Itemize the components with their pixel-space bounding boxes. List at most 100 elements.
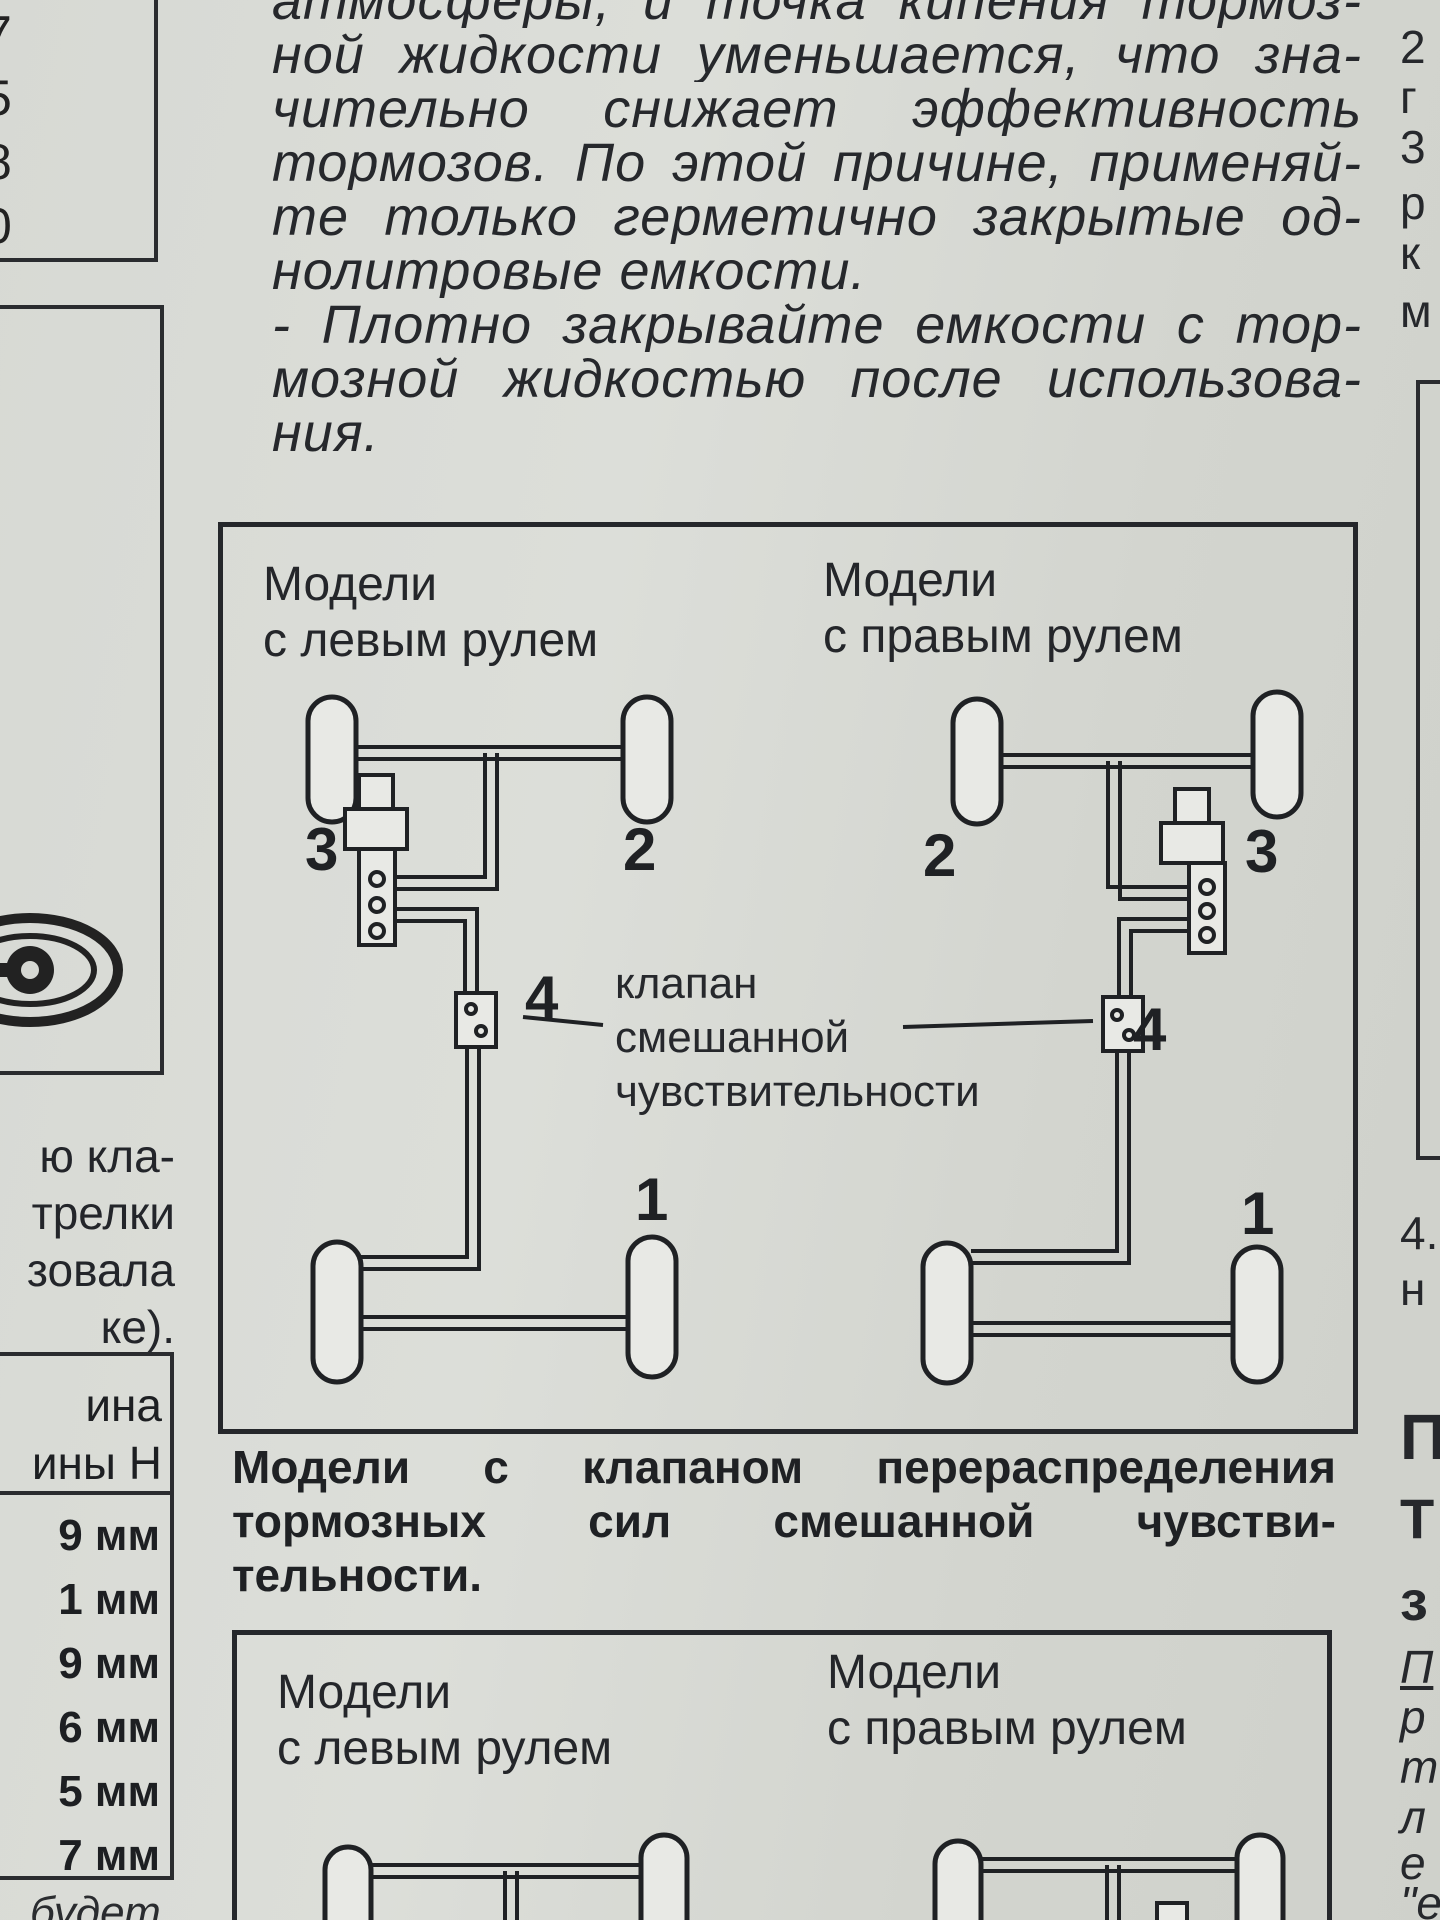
left-number: 5 <box>0 66 44 130</box>
right-fragment: л <box>1400 1791 1426 1843</box>
wheel-shape <box>638 1832 690 1920</box>
wheel-shape <box>322 1844 374 1920</box>
figure-title-line: Модели <box>277 1666 452 1719</box>
master-cylinder-reservoir <box>1159 821 1225 865</box>
right-hand-drive-title: Модели с правым рулем <box>823 553 1183 665</box>
right-fragment: к <box>1400 227 1421 279</box>
left-number: 7 <box>0 2 44 66</box>
valve-label: клапан смешанной чувствительности <box>615 957 980 1119</box>
wheel-shape <box>1234 1832 1286 1920</box>
right-column-box <box>1416 380 1440 1160</box>
valve-label-line: клапан <box>615 959 758 1008</box>
master-cylinder-cap <box>1173 787 1211 825</box>
wheel-shape <box>950 696 1004 827</box>
valve-label-line: смешанной <box>615 1013 850 1062</box>
wheel-shape <box>920 1240 974 1386</box>
master-cylinder-cap <box>1155 1901 1189 1920</box>
main-paragraph: атмосферы, и точка кипения тормоз- ной ж… <box>272 0 1362 460</box>
label-number: 1 <box>1241 1180 1275 1247</box>
text-line: мозной жидкостью после использова- <box>272 352 1362 406</box>
figure-title-line: с правым рулем <box>823 610 1183 663</box>
left-hand-drive-title: Модели с левым рулем <box>277 1665 612 1777</box>
valve-label-line: чувствительности <box>615 1067 980 1116</box>
second-brake-diagram-figure: Модели с левым рулем Модели с правым рул… <box>232 1630 1332 1920</box>
caption-line: тормозных сил смешанной чувстви- <box>232 1495 1336 1547</box>
label-number: 1 <box>635 1166 669 1233</box>
text-line: те только герметично закрытые од- <box>272 190 1362 244</box>
right-fragment: е <box>1400 1837 1426 1889</box>
right-fragment: "е <box>1400 1877 1440 1920</box>
left-table-rows: 9 мм 1 мм 9 мм 6 мм 5 мм 7 мм <box>0 1504 170 1888</box>
figure-title-line: Модели <box>823 554 998 607</box>
right-column: 2 г 3 р к м 4. н П Т з П р т л е "е <box>1396 0 1440 1920</box>
left-number-list: 7 5 8 0 <box>0 2 44 258</box>
wheel-shape <box>1230 1244 1284 1385</box>
master-cylinder-cap <box>357 773 395 811</box>
text-line: чительно снижает эффективность <box>272 82 1362 136</box>
left-middle-box <box>0 305 164 1075</box>
right-fragment: з <box>1400 1569 1428 1632</box>
figure-title-line: Модели <box>827 1646 1002 1699</box>
left-table: ина ины Н 9 мм 1 мм 9 мм 6 мм 5 мм 7 мм <box>0 1352 174 1880</box>
right-fragment: м <box>1400 285 1432 337</box>
left-table-header-line: ины Н <box>31 1437 162 1489</box>
table-row: 5 мм <box>58 1767 160 1816</box>
right-fragment: 3 <box>1400 121 1426 173</box>
left-paragraph: ю кла- трелки зовала ке). <box>0 1128 175 1356</box>
wheel-shape <box>310 1239 364 1385</box>
label-number: 3 <box>1245 818 1279 885</box>
label-number: 2 <box>923 822 957 889</box>
label-number: 4 <box>525 964 559 1031</box>
left-hand-drive-title: Модели с левым рулем <box>263 557 598 669</box>
right-fragment: р <box>1400 1691 1426 1743</box>
figure-caption: Модели с клапаном перераспределения торм… <box>232 1440 1336 1602</box>
right-fragment: Т <box>1400 1487 1435 1550</box>
right-fragment: 2 <box>1400 21 1426 73</box>
left-number: 0 <box>0 194 44 258</box>
wheel-shape <box>1250 689 1304 820</box>
text-line: нолитровые емкости. <box>272 244 867 298</box>
right-fragment: н <box>1400 1263 1426 1315</box>
wheel-shape <box>625 1234 679 1380</box>
wheel-shape <box>305 694 359 825</box>
right-fragment: т <box>1400 1741 1439 1793</box>
text-line: ния. <box>272 406 380 460</box>
right-fragment: 4. <box>1400 1207 1439 1259</box>
text-line: ной жидкости уменьшается, что зна- <box>272 28 1362 82</box>
table-row: 7 мм <box>58 1831 160 1880</box>
right-fragment: П <box>1400 1401 1440 1473</box>
left-paragraph-line: зовала <box>26 1244 175 1296</box>
left-paragraph-line: ю кла- <box>39 1130 175 1182</box>
right-fragment: г <box>1400 71 1417 123</box>
left-top-box: 7 5 8 0 <box>0 0 158 262</box>
wheel-shape <box>620 694 674 825</box>
brake-diagram-figure: Модели с левым рулем Модели с правым рул… <box>218 522 1358 1434</box>
caption-line: Модели с клапаном перераспределения <box>232 1441 1336 1493</box>
left-table-divider <box>0 1491 170 1495</box>
text-line: тормозов. По этой причине, применяй- <box>272 136 1362 190</box>
label-number: 4 <box>1133 996 1167 1063</box>
brake-circuit-drawing <box>305 689 1304 1386</box>
mixed-sensitivity-valve <box>454 991 498 1049</box>
left-table-header-line: ина <box>85 1379 162 1431</box>
wheel-shape <box>932 1838 984 1920</box>
left-table-header: ина ины Н <box>0 1376 170 1492</box>
figure-title-line: с левым рулем <box>263 614 599 667</box>
label-number: 2 <box>623 816 657 883</box>
table-row: 1 мм <box>58 1575 160 1624</box>
table-row: 6 мм <box>58 1703 160 1752</box>
right-hand-drive-title: Модели с правым рулем <box>827 1645 1187 1757</box>
right-fragment: р <box>1400 177 1426 229</box>
text-line: - Плотно закрывайте емкости с тор- <box>272 298 1362 352</box>
left-bottom-text: будет <box>30 1888 161 1920</box>
text-line: атмосферы, и точка кипения тормоз- <box>272 0 1362 28</box>
second-brake-circuit-drawing <box>322 1832 1286 1920</box>
left-paragraph-line: ке). <box>100 1301 175 1353</box>
wrench-icon <box>0 913 123 1027</box>
left-number: 8 <box>0 130 44 194</box>
figure-title-line: с левым рулем <box>277 1722 613 1775</box>
left-paragraph-line: трелки <box>31 1187 175 1239</box>
figure-title-line: с правым рулем <box>827 1702 1187 1755</box>
table-row: 9 мм <box>58 1511 160 1560</box>
